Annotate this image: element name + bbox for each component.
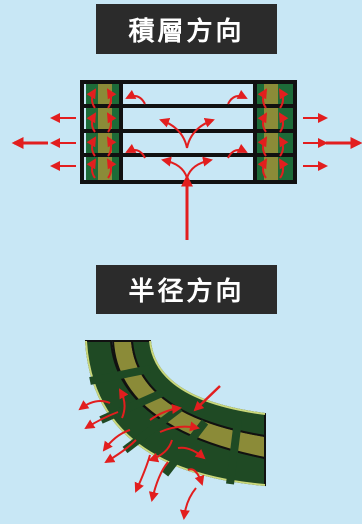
right-curl-8 — [278, 158, 289, 179]
radial-curl-11 — [187, 468, 205, 486]
radial-curl-2 — [84, 411, 119, 430]
radial-curl-4 — [102, 429, 131, 452]
right-curl-2 — [278, 88, 289, 109]
mid-curl-3 — [125, 143, 146, 159]
right-curl-4 — [278, 112, 289, 133]
mid-fan-right — [186, 118, 215, 149]
radial-direction-label: 半径方向 — [96, 265, 277, 314]
left-curl-3 — [86, 112, 97, 133]
mid-curl-4 — [227, 143, 248, 159]
radial-curl-9 — [148, 461, 169, 502]
right-curl-6 — [278, 136, 289, 157]
cross-bar-1 — [89, 365, 151, 385]
right-curl-5 — [257, 136, 268, 157]
radial-flow-arrows — [78, 385, 221, 520]
radial-inlet-arrow — [193, 385, 221, 412]
mid-fan-left — [159, 118, 188, 149]
mid-curl-1 — [125, 89, 146, 105]
left-curl-5 — [86, 136, 97, 157]
left-curl-8 — [106, 158, 117, 179]
right-curl-7 — [257, 158, 268, 179]
left-curl-4 — [106, 112, 117, 133]
left-curl-1 — [86, 88, 97, 109]
radial-curl-5 — [104, 439, 137, 464]
left-curl-6 — [106, 136, 117, 157]
right-curl-1 — [257, 88, 268, 109]
radial-curl-6 — [149, 404, 182, 421]
radial-curl-8 — [134, 454, 151, 493]
right-curl-3 — [257, 112, 268, 133]
bottom-fan-right — [186, 156, 213, 179]
stacking-flow-arrows — [11, 88, 362, 240]
stacking-direction-label: 積層方向 — [96, 4, 277, 54]
radial-curl-7 — [159, 421, 200, 433]
cross-bar-5 — [226, 419, 242, 485]
mid-curl-2 — [227, 89, 248, 105]
inner-highlight — [149, 340, 266, 415]
radial-curl-10 — [177, 446, 206, 460]
left-curl-7 — [86, 158, 97, 179]
bottom-fan-left — [161, 156, 188, 179]
left-curl-2 — [106, 88, 117, 109]
radial-curl-1 — [78, 400, 111, 411]
radial-curl-3 — [119, 388, 129, 419]
radial-curl-12 — [179, 487, 197, 520]
radial-curl-13 — [148, 439, 173, 463]
